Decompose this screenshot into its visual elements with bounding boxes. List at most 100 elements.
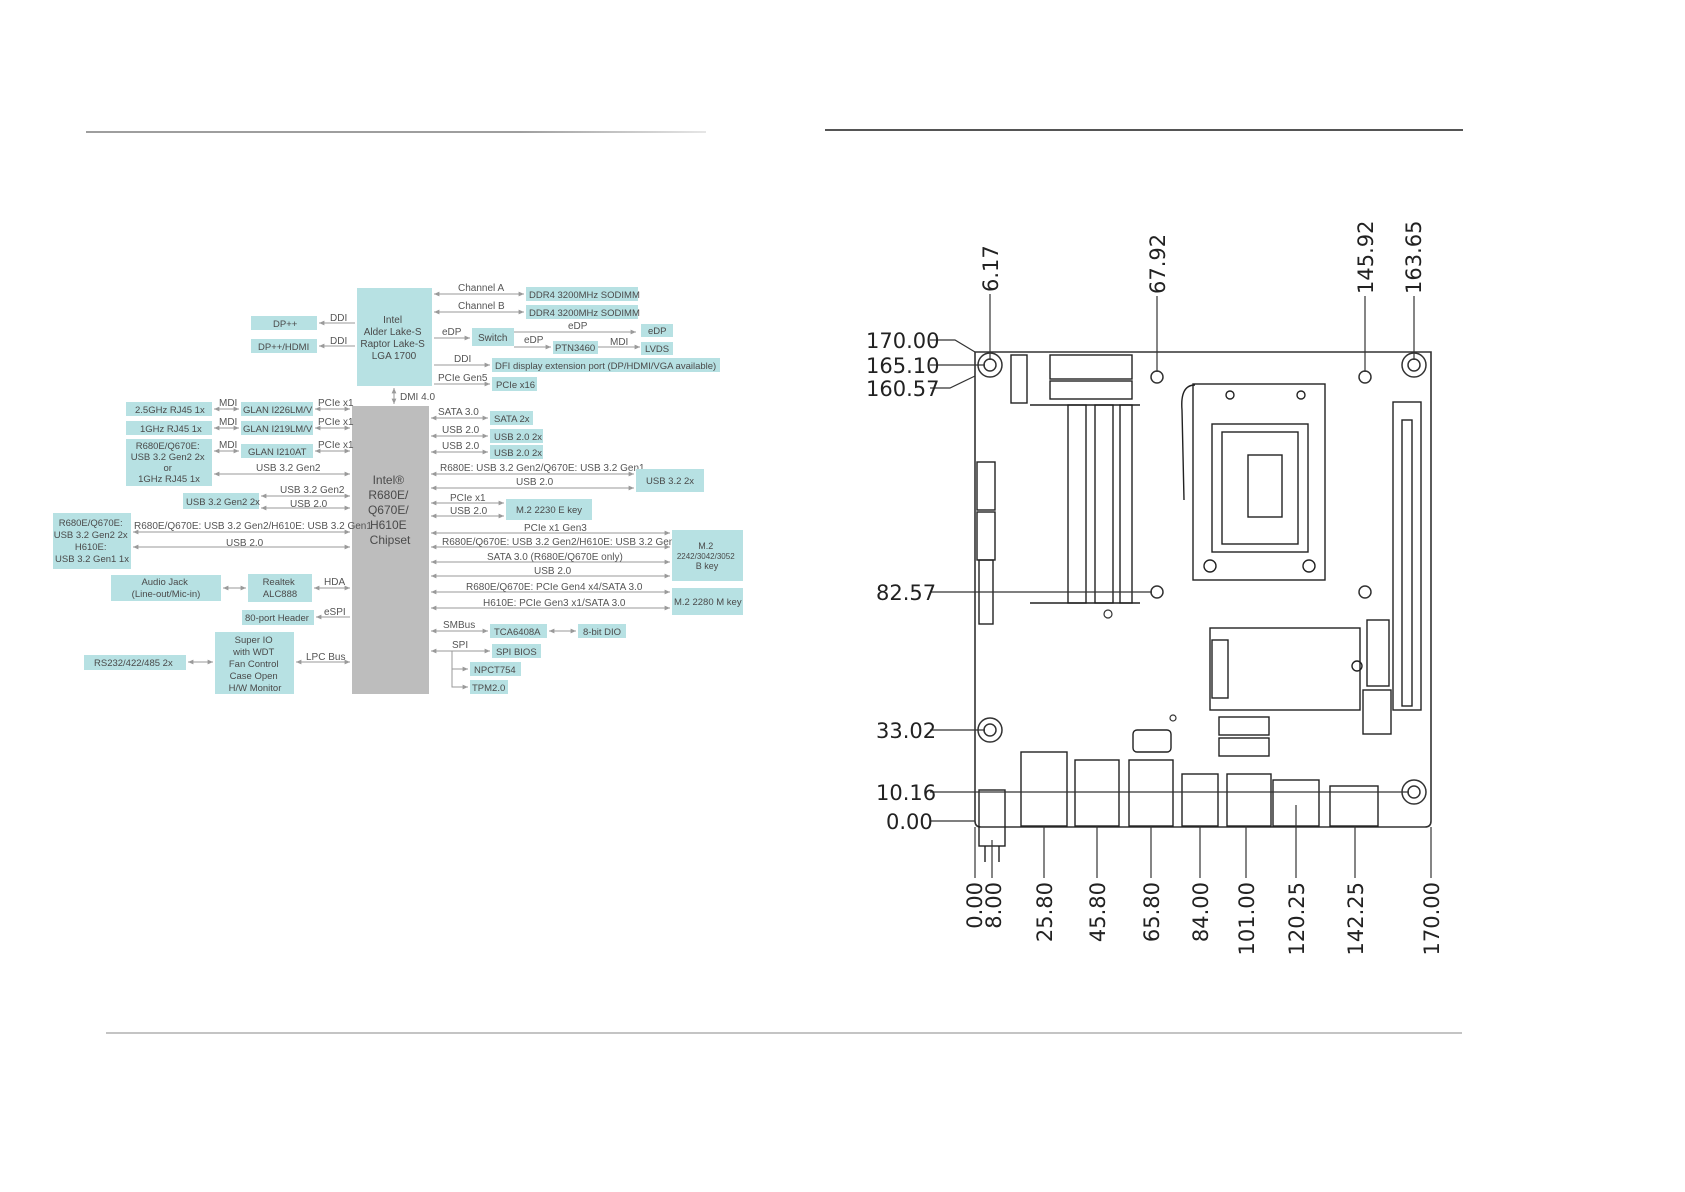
- dim-bottom-10: 170.00: [1420, 882, 1444, 955]
- pcie-x16-label: PCIe x16: [496, 380, 535, 391]
- usb20-a-box: [490, 429, 543, 443]
- block-diagram: Intel Alder Lake-S Raptor Lake-S LGA 170…: [53, 283, 743, 694]
- dim-left-2: 165.10: [866, 354, 939, 378]
- npct-label: NPCT754: [474, 665, 516, 676]
- superio-label: Super IO with WDT Fan Control Case Open …: [229, 635, 282, 694]
- m2-e-label: M.2 2230 E key: [516, 505, 582, 516]
- superio-box: [215, 632, 294, 694]
- tpm-link: [451, 651, 468, 690]
- bottom-rule: [106, 1032, 1462, 1034]
- r-usb32-label: R680E: USB 3.2 Gen2/Q670E: USB 3.2 Gen1: [440, 463, 645, 474]
- usb20-label-r3: USB 2.0: [516, 477, 554, 488]
- mdi-label-2: MDI: [219, 417, 237, 428]
- pcie-label-2: PCIe x1: [318, 417, 354, 428]
- audio-jack-box: [111, 575, 221, 601]
- dim-bottom-5: 65.80: [1140, 882, 1164, 942]
- sata-label: SATA 3.0: [438, 407, 479, 418]
- usb20-e-label: USB 2.0: [450, 506, 488, 517]
- glan-210-box: [241, 444, 313, 458]
- dim-left-6: 10.16: [876, 781, 936, 805]
- dio-label: 8-bit DIO: [583, 627, 621, 638]
- board-components: [976, 354, 1422, 862]
- edp-label-3: eDP: [524, 335, 544, 346]
- sata2x-box: [490, 411, 533, 425]
- switch-label: Switch: [478, 333, 507, 344]
- rj45-combo-label: R680E/Q670E: USB 3.2 Gen2 2x or 1GHz RJ4…: [131, 441, 208, 485]
- spi-label: SPI: [452, 640, 468, 651]
- glan-226-label: GLAN I226LM/V: [243, 405, 313, 416]
- sodimm-b-box: [526, 305, 638, 319]
- m2-m-box: [672, 588, 743, 615]
- usb20-label-r1: USB 2.0: [442, 425, 480, 436]
- pcie-label-3: PCIe x1: [318, 440, 354, 451]
- sodimm-a-label: DDR4 3200MHz SODIMM: [529, 290, 640, 301]
- m2-b-label: M.2 2242/3042/3052 B key: [677, 541, 737, 571]
- tca-box: [490, 624, 547, 638]
- r-long-label: R680E/Q670E: USB 3.2 Gen2/H610E: USB 3.2…: [442, 537, 680, 548]
- hda-label: HDA: [324, 577, 345, 588]
- realtek-box: [248, 574, 312, 602]
- tca-label: TCA6408A: [494, 627, 541, 638]
- dp-hdmi-box: [251, 339, 317, 353]
- dim-bottom-4: 45.80: [1086, 882, 1110, 942]
- edp-label-2: eDP: [568, 321, 588, 332]
- dio-box: [578, 624, 626, 638]
- dim-top-4: 163.65: [1402, 221, 1426, 294]
- dim-bottom-8: 120.25: [1285, 882, 1309, 955]
- mdi-ptn-label: MDI: [610, 337, 628, 348]
- ddi-dp-label: DDI: [330, 313, 347, 324]
- pcie-gen3-b-label: PCIe x1 Gen3: [524, 523, 587, 534]
- board-outline: [974, 351, 1432, 828]
- tpm-label: TPM2.0: [472, 683, 505, 694]
- glan-219-label: GLAN I219LM/V: [243, 424, 313, 435]
- mdi-label-1: MDI: [219, 398, 237, 409]
- dim-top-2: 67.92: [1146, 234, 1170, 294]
- dim-top-3: 145.92: [1354, 221, 1378, 294]
- spi-bios-box: [492, 644, 541, 658]
- dp-hdmi-label: DP++/HDMI: [258, 342, 309, 353]
- usb32g2-2x-box: [183, 493, 259, 509]
- usb20-label-l2: USB 2.0: [226, 538, 264, 549]
- usb20-label-l: USB 2.0: [290, 499, 328, 510]
- sodimm-a-box: [526, 287, 638, 301]
- pcie-gen5-label: PCIe Gen5: [438, 373, 488, 384]
- espi-label: eSPI: [324, 607, 346, 618]
- dim-bottom-2: 8.00: [982, 882, 1006, 929]
- rj45-1g-label: 1GHz RJ45 1x: [140, 424, 202, 435]
- usb20-a-label: USB 2.0 2x: [494, 432, 542, 443]
- edp-label-1: eDP: [442, 327, 462, 338]
- dim-left-1: 170.00: [866, 329, 939, 353]
- dim-left-7: 0.00: [886, 810, 933, 834]
- dim-bottom-7: 101.00: [1235, 882, 1259, 955]
- rj45-combo-box: [126, 439, 212, 486]
- usb32g2-label-a: USB 3.2 Gen2: [256, 463, 321, 474]
- port80-box: [242, 610, 314, 625]
- port80-label: 80-port Header: [245, 613, 309, 624]
- dim-bottom-6: 84.00: [1189, 882, 1213, 942]
- mdi-label-3: MDI: [219, 440, 237, 451]
- usb32-2x-label: USB 3.2 2x: [646, 476, 694, 487]
- sata2x-label: SATA 2x: [494, 414, 530, 425]
- top-left-rule: [86, 131, 706, 133]
- usb20-b-box: [490, 445, 543, 459]
- dim-bottom-9: 142.25: [1344, 882, 1368, 955]
- pcie-gen4-label: R680E/Q670E: PCIe Gen4 x4/SATA 3.0: [466, 582, 643, 593]
- mounting-holes: [977, 352, 1427, 805]
- dim-bottom-3: 25.80: [1033, 882, 1057, 942]
- tpm-box: [470, 680, 508, 694]
- dim-left-4: 82.57: [876, 581, 936, 605]
- usb-left-combo-label: R680E/Q670E: USB 3.2 Gen2 2x H610E: USB …: [54, 518, 131, 565]
- channel-b-label: Channel B: [458, 301, 505, 312]
- usb20-b-label: USB 2.0 2x: [494, 448, 542, 459]
- usb32-2x-box: [636, 469, 704, 492]
- dp-label: DP++: [273, 319, 298, 330]
- rj45-25g-box: [126, 402, 212, 416]
- pcie-gen3-label: H610E: PCIe Gen3 x1/SATA 3.0: [483, 598, 626, 609]
- cpu-block: [357, 288, 432, 386]
- pcie-x16-box: [492, 377, 537, 391]
- dim-left-3: 160.57: [866, 377, 939, 401]
- glan-219-box: [241, 421, 313, 435]
- m2-b-box: [672, 530, 743, 581]
- audio-jack-label: Audio Jack (Line-out/Mic-in): [132, 577, 201, 600]
- rs232-label: RS232/422/485 2x: [94, 658, 173, 669]
